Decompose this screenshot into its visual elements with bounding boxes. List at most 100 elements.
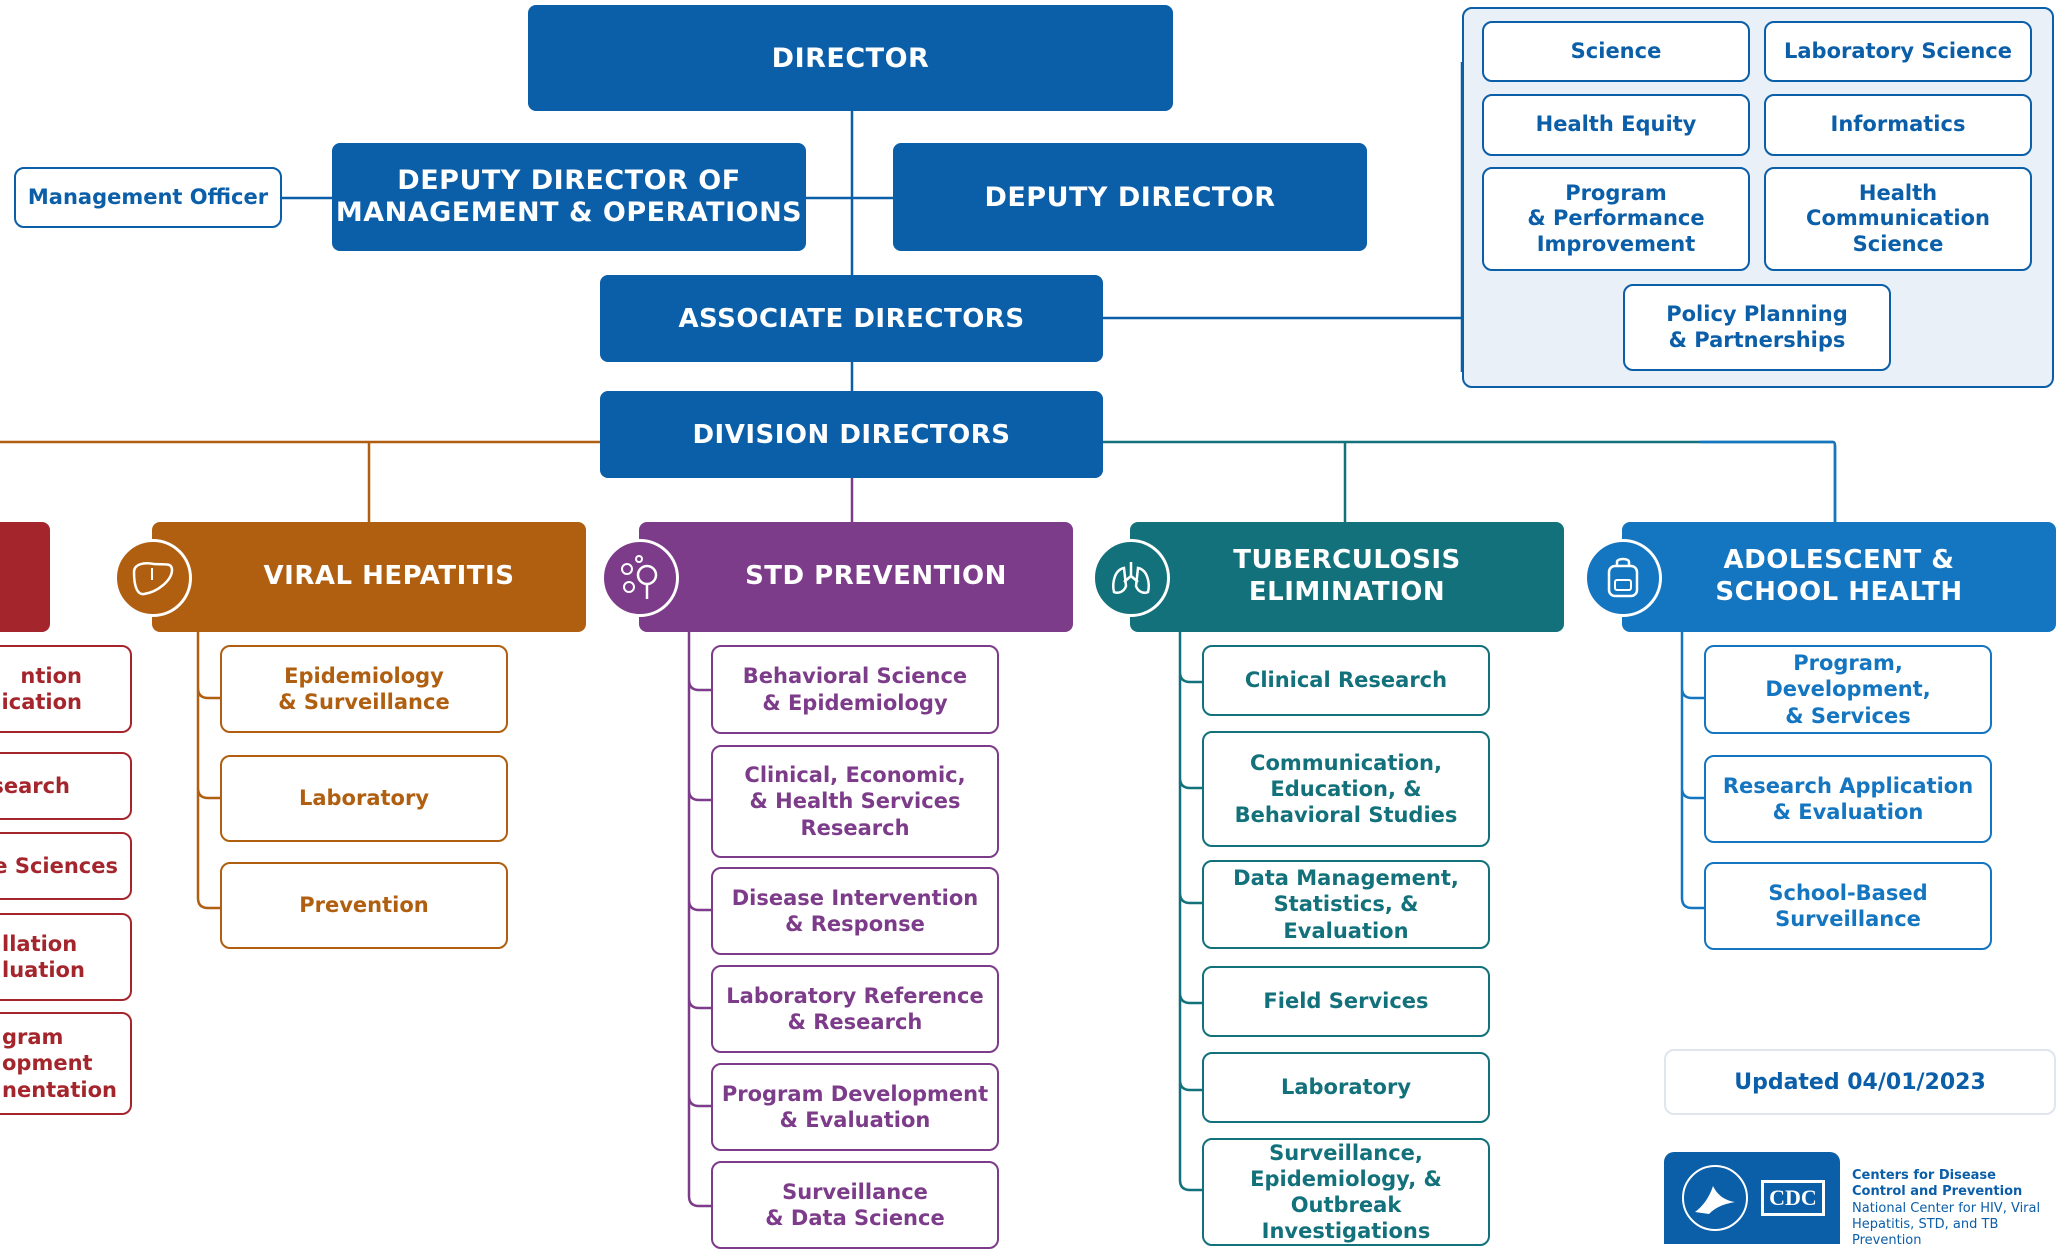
org-line4: Hepatitis, STD, and TB Prevention: [1852, 1216, 1999, 1248]
vh-branch-prevention: Prevention: [220, 862, 508, 949]
hiv-branch-5-line2: opment: [2, 1051, 93, 1076]
tb-branch-3-line2: Statistics, & Evaluation: [1273, 892, 1419, 943]
ash-branch-1-line2: & Services: [1785, 703, 1911, 728]
associate-directors-label: ASSOCIATE DIRECTORS: [678, 303, 1025, 334]
tuberculosis-header: TUBERCULOSIS ELIMINATION: [1130, 522, 1564, 632]
tb-branch-5-line1: Laboratory: [1280, 1075, 1412, 1100]
org-line2: Control and Prevention: [1852, 1184, 2023, 1200]
updated-date-label: Updated 04/01/2023: [1734, 1069, 1986, 1095]
hhs-eagle-icon: [1682, 1165, 1749, 1231]
tb-branch-2-line3: Behavioral Studies: [1234, 803, 1458, 828]
viral-hepatitis-title: VIRAL HEPATITIS: [263, 561, 515, 592]
std-branch-6-line2: & Data Science: [765, 1206, 945, 1230]
office-policy-line1: Policy Planning: [1666, 301, 1848, 326]
vh-branch-3-line1: Prevention: [299, 893, 429, 918]
tb-branch-surveillance-epidemiology: Surveillance, Epidemiology, & Outbreak I…: [1202, 1138, 1490, 1246]
std-prevention-title: STD PREVENTION: [745, 561, 1007, 592]
hiv-branch-4-line1: llation: [2, 931, 78, 956]
tb-branch-6-line3: Outbreak Investigations: [1261, 1193, 1431, 1244]
tb-branch-communication-education: Communication, Education, & Behavioral S…: [1202, 731, 1490, 847]
office-laboratory-science-label: Laboratory Science: [1783, 38, 2013, 63]
hiv-branch-5-line3: nentation: [2, 1077, 117, 1102]
vh-branch-laboratory: Laboratory: [220, 755, 508, 842]
ash-branch-1-line1: Program, Development,: [1765, 651, 1931, 702]
std-branch-program-development: Program Development & Evaluation: [711, 1063, 999, 1151]
vh-branch-2-line1: Laboratory: [298, 786, 430, 811]
vh-branch-1-line1: Epidemiology: [284, 663, 444, 688]
tb-title-line2: ELIMINATION: [1248, 577, 1446, 607]
deputy-director-box: DEPUTY DIRECTOR: [893, 143, 1367, 251]
ash-branch-research-application: Research Application & Evaluation: [1704, 755, 1992, 843]
std-branch-2-line3: Research: [800, 815, 910, 840]
ash-title-line2: SCHOOL HEALTH: [1715, 577, 1963, 607]
std-branch-surveillance-data-science: Surveillance & Data Science: [711, 1161, 999, 1249]
office-program-line2: & Performance: [1527, 206, 1705, 231]
ash-branch-3-line2: Surveillance: [1775, 907, 1921, 931]
deputy-director-label: DEPUTY DIRECTOR: [984, 181, 1276, 213]
tb-title-line1: TUBERCULOSIS: [1233, 545, 1461, 576]
office-health-equity: Health Equity: [1482, 94, 1750, 156]
updated-date-badge: Updated 04/01/2023: [1664, 1049, 2056, 1115]
std-branch-laboratory-reference: Laboratory Reference & Research: [711, 965, 999, 1053]
tb-branch-3-line1: Data Management,: [1233, 866, 1459, 891]
viral-hepatitis-header: VIRAL HEPATITIS: [152, 522, 586, 632]
cdc-wordmark: CDC: [1761, 1180, 1825, 1216]
std-branch-4-line2: & Research: [787, 1010, 923, 1034]
office-health-communication-science: Health Communication Science: [1764, 167, 2032, 271]
office-science-label: Science: [1570, 38, 1662, 63]
hiv-branch-4-line2: luation: [2, 958, 85, 982]
hiv-division-header: [0, 522, 50, 632]
hiv-branch-2: search: [0, 752, 132, 820]
vh-branch-1-line2: & Surveillance: [278, 690, 450, 714]
cdc-organization-name: Centers for Disease Control and Preventi…: [1852, 1168, 2062, 1249]
office-program-performance: Program & Performance Improvement: [1482, 167, 1750, 271]
deputy-mgmt-line2: MANAGEMENT & OPERATIONS: [335, 197, 803, 228]
management-officer-label: Management Officer: [27, 184, 269, 209]
associate-directors-box: ASSOCIATE DIRECTORS: [600, 275, 1103, 362]
office-informatics-label: Informatics: [1830, 112, 1966, 137]
ash-title-line1: ADOLESCENT &: [1723, 545, 1955, 576]
office-hcs-line2: Communication: [1806, 206, 1990, 231]
deputy-director-management-box: DEPUTY DIRECTOR OF MANAGEMENT & OPERATIO…: [332, 143, 806, 251]
std-branch-5-line2: & Evaluation: [779, 1108, 931, 1132]
microscope-bacteria-icon: [601, 539, 679, 617]
vh-branch-epidemiology: Epidemiology & Surveillance: [220, 645, 508, 733]
hiv-branch-4: llation luation: [0, 913, 132, 1001]
org-line1: Centers for Disease: [1852, 1168, 1996, 1183]
tb-branch-2-line2: Education, &: [1270, 776, 1422, 801]
std-branch-2-line2: & Health Services: [749, 789, 961, 814]
office-hcs-line3: Science: [1852, 231, 1944, 256]
std-branch-1-line1: Behavioral Science: [742, 664, 968, 689]
office-policy-planning: Policy Planning & Partnerships: [1623, 284, 1891, 371]
tb-branch-4-line1: Field Services: [1263, 989, 1429, 1014]
std-branch-3-line1: Disease Intervention: [731, 885, 979, 910]
liver-icon: [114, 539, 192, 617]
office-program-line3: Improvement: [1536, 231, 1696, 256]
backpack-icon: [1584, 539, 1662, 617]
std-branch-disease-intervention: Disease Intervention & Response: [711, 867, 999, 955]
deputy-mgmt-line1: DEPUTY DIRECTOR OF: [397, 164, 741, 196]
director-label: DIRECTOR: [771, 42, 930, 74]
management-officer-box: Management Officer: [14, 167, 282, 228]
ash-branch-program-development: Program, Development, & Services: [1704, 645, 1992, 734]
tb-branch-clinical-research: Clinical Research: [1202, 645, 1490, 716]
std-branch-2-line1: Clinical, Economic,: [744, 763, 966, 788]
director-box: DIRECTOR: [528, 5, 1173, 111]
hiv-branch-5: gram opment nentation: [0, 1012, 132, 1115]
tb-branch-6-line1: Surveillance,: [1269, 1140, 1423, 1165]
lungs-icon: [1092, 539, 1170, 617]
std-branch-clinical-economic: Clinical, Economic, & Health Services Re…: [711, 745, 999, 858]
ash-branch-2-line1: Research Application: [1722, 773, 1974, 798]
hiv-branch-2-line1: search: [0, 773, 70, 798]
std-branch-4-line1: Laboratory Reference: [726, 983, 984, 1008]
hiv-branch-1-line1: ntion: [20, 663, 82, 688]
ash-branch-school-based-surveillance: School-Based Surveillance: [1704, 862, 1992, 950]
ash-branch-2-line2: & Evaluation: [1772, 800, 1924, 824]
tb-branch-field-services: Field Services: [1202, 966, 1490, 1037]
office-hcs-line1: Health: [1858, 180, 1938, 205]
tb-branch-1-line1: Clinical Research: [1244, 668, 1448, 693]
office-science: Science: [1482, 21, 1750, 82]
office-informatics: Informatics: [1764, 94, 2032, 156]
std-branch-1-line2: & Epidemiology: [762, 690, 948, 715]
tb-branch-2-line1: Communication,: [1250, 750, 1442, 775]
